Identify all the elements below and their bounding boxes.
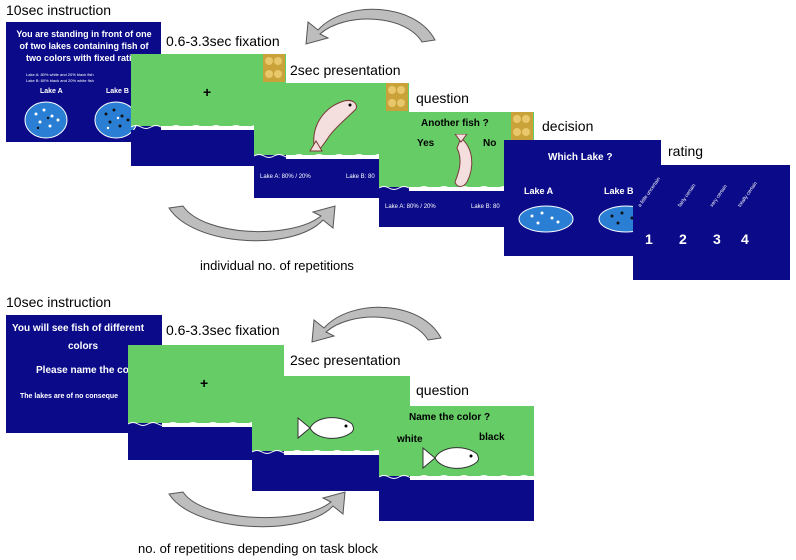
- decision-prompt: Which Lake ?: [548, 152, 613, 163]
- step-label-question: question: [416, 90, 469, 106]
- reward-icon: [386, 83, 408, 111]
- rating-screen: a little uncertain fairly certain very c…: [633, 165, 790, 280]
- lake-b-info: Lake B: 80% black and 20% white fish: [26, 78, 94, 83]
- lake-a-ratio: Lake A: 80% / 20%: [385, 204, 436, 210]
- fish-image: [309, 100, 357, 152]
- question-screen-b: Name the color ? white black: [379, 406, 534, 521]
- instruction-line3: Please name the colo: [36, 365, 138, 376]
- fixation-cross: +: [203, 84, 212, 100]
- decision-lake-a: Lake A: [524, 186, 554, 196]
- question-prompt-b: Name the color ?: [409, 412, 491, 423]
- instruction-line1: You will see fish of different: [12, 323, 145, 334]
- repeat-caption-bottom: no. of repetitions depending on task blo…: [138, 541, 378, 556]
- instruction-text: You are standing in front of one of two …: [16, 29, 152, 63]
- step-label-instruction-b: 10sec instruction: [6, 294, 112, 310]
- black-option: black: [479, 432, 505, 443]
- lake-a-label: Lake A: [40, 88, 63, 95]
- lakes-illustration: [24, 101, 138, 139]
- step-label-fixation-b: 0.6-3.3sec fixation: [166, 322, 280, 338]
- fixation-cross-b: +: [200, 375, 209, 391]
- step-label-decision: decision: [542, 118, 594, 134]
- step-label-presentation: 2sec presentation: [290, 62, 401, 78]
- rating-label-4: totally certain: [737, 180, 759, 209]
- lake-a-info: Lake A: 80% white and 20% black fish: [26, 72, 94, 77]
- loop-arrow-bottom-return: [168, 491, 346, 528]
- step-label-fixation: 0.6-3.3sec fixation: [166, 33, 280, 49]
- reward-icon: [263, 54, 285, 82]
- lake-b-ratio: Lake B: 80: [471, 204, 500, 210]
- no-option: No: [483, 138, 497, 149]
- rating-number-3: 3: [713, 231, 721, 247]
- rating-label-2: fairly certain: [677, 182, 698, 209]
- fish-image: [297, 416, 354, 440]
- rating-label-3: very certain: [709, 183, 729, 209]
- decision-lake-b: Lake B: [604, 186, 634, 196]
- rating-label-1: a little uncertain: [637, 176, 663, 209]
- fish-image: [454, 134, 473, 187]
- fish-image: [422, 446, 479, 470]
- yes-option: Yes: [417, 138, 435, 149]
- lake-b-label: Lake B: [106, 88, 129, 95]
- rating-number-4: 4: [741, 231, 749, 247]
- lake-a-ratio: Lake A: 80% / 20%: [260, 174, 311, 180]
- question-prompt: Another fish ?: [421, 118, 489, 129]
- instruction-line4: The lakes are of no conseque: [20, 393, 119, 400]
- step-label-question-b: question: [416, 382, 469, 398]
- rating-number-1: 1: [645, 231, 653, 247]
- loop-arrow-top-return: [168, 205, 336, 242]
- step-label-rating: rating: [668, 143, 704, 159]
- rating-number-2: 2: [679, 231, 687, 247]
- reward-icon: [511, 112, 533, 140]
- loop-arrow-top: [305, 8, 436, 45]
- instruction-line2: colors: [68, 341, 99, 352]
- lake-b-ratio: Lake B: 80: [346, 174, 375, 180]
- step-label-instruction: 10sec instruction: [6, 2, 112, 18]
- step-label-presentation-b: 2sec presentation: [290, 352, 401, 368]
- white-option: white: [397, 434, 423, 445]
- loop-arrow-bottom: [311, 306, 442, 343]
- repeat-caption-top: individual no. of repetitions: [200, 258, 354, 273]
